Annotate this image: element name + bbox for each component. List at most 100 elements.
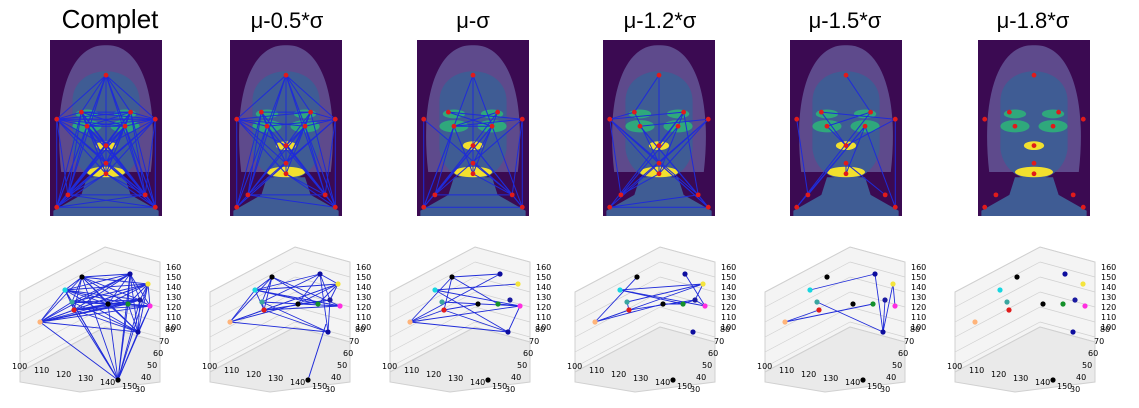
z-tick-label: 120: [356, 303, 371, 312]
landmark-edge: [683, 112, 699, 195]
landmark-edge: [826, 125, 847, 146]
landmark-edge: [807, 125, 866, 196]
scatter-point: [690, 329, 696, 335]
landmark-edge: [285, 74, 312, 113]
scatter-point: [71, 307, 77, 313]
scatter-edge: [229, 283, 339, 323]
scatter-point: [439, 299, 445, 305]
z-tick-label: 150: [166, 273, 181, 282]
landmark-point: [656, 171, 662, 177]
y-tick-label: 30: [880, 385, 890, 394]
scatter-edge: [64, 273, 131, 291]
scatter-edge: [73, 276, 83, 311]
landmark-edge: [633, 111, 660, 164]
scatter-edge: [626, 283, 704, 303]
scatter-edge: [254, 289, 265, 311]
landmark-point: [122, 123, 128, 129]
floor-pane: [574, 326, 716, 393]
scatter-edge: [71, 299, 141, 303]
z-tick-label: 140: [1101, 283, 1116, 292]
landmark-point: [993, 192, 999, 198]
scatter-edge: [619, 283, 704, 291]
z-tick-label: 150: [356, 273, 371, 282]
landmark-point: [843, 72, 849, 78]
landmark-point: [656, 160, 662, 166]
x-tick-label: 140: [470, 378, 485, 387]
scatter-edge: [882, 299, 886, 333]
scatter-edge: [129, 273, 139, 333]
scatter-point: [305, 377, 311, 383]
landmark-edge: [56, 118, 107, 175]
scatter-point: [475, 301, 481, 307]
landmark-edge: [144, 194, 156, 208]
z-tick-label: 110: [166, 313, 181, 322]
landmark-edge: [609, 111, 684, 120]
y-tick-label: 80: [1100, 325, 1110, 334]
landmark-edge: [434, 125, 493, 196]
x-tick-label: 120: [246, 370, 261, 379]
landmark-edge: [56, 118, 107, 147]
landmark-point: [283, 143, 289, 149]
grid-line: [474, 246, 531, 263]
grid-line: [659, 321, 716, 338]
x-tick-label: 150: [867, 382, 882, 391]
z-tick-label: 130: [721, 293, 736, 302]
scatter-edge: [81, 276, 149, 285]
landmark-edge: [105, 111, 132, 164]
scatter-edge: [127, 283, 149, 305]
floor-pane: [954, 326, 1096, 393]
landmark-edge: [130, 112, 156, 208]
landmark-edge: [609, 119, 622, 195]
grid-line: [19, 246, 106, 293]
scatter-point: [507, 297, 513, 303]
scatter-edge: [319, 273, 331, 301]
scatter-edge: [73, 309, 139, 333]
landmark-point: [794, 116, 800, 122]
eyebrow: [1003, 109, 1027, 119]
y-tick-label: 30: [135, 385, 145, 394]
y-tick-label: 60: [153, 349, 163, 358]
grid-line: [764, 306, 851, 353]
y-tick-label: 50: [337, 361, 347, 370]
grid-line: [849, 276, 906, 293]
grid-line: [209, 306, 296, 353]
scatter-point: [882, 297, 888, 303]
landmark-edge: [80, 111, 107, 174]
z-tick-label: 100: [536, 323, 551, 332]
scatter-edge: [81, 276, 141, 301]
landmark-point: [1080, 204, 1086, 210]
landmark-edge: [633, 74, 660, 113]
scatter-edge: [107, 273, 131, 305]
landmark-edge: [236, 112, 262, 208]
scatter-edge: [73, 309, 119, 381]
scatter-edge: [816, 301, 884, 333]
landmark-point: [843, 160, 849, 166]
scatter-point: [682, 271, 688, 277]
scatter-point: [327, 297, 333, 303]
scatter-point: [147, 303, 153, 309]
scatter-point: [807, 287, 813, 293]
z-tick-label: 130: [356, 293, 371, 302]
x-tick-label: 150: [677, 382, 692, 391]
landmark-edge: [80, 111, 107, 164]
landmark-point: [843, 171, 849, 177]
landmark-point: [128, 109, 134, 115]
landmark-edge: [609, 162, 660, 208]
landmark-edge: [609, 111, 635, 120]
landmark-edge: [658, 111, 685, 174]
z-tick-label: 100: [166, 323, 181, 332]
scatter-edge: [254, 273, 321, 291]
scatter-point: [317, 271, 323, 277]
landmark-edge: [609, 118, 699, 196]
scatter-edge: [443, 309, 509, 333]
z-tick-label: 160: [1101, 263, 1116, 272]
landmark-edge: [845, 118, 896, 147]
landmark-edge: [620, 173, 660, 196]
landmark-point: [103, 160, 109, 166]
landmark-edge: [285, 74, 336, 120]
landmark-edge: [247, 118, 336, 196]
z-tick-label: 140: [536, 283, 551, 292]
landmark-edge: [247, 112, 262, 195]
scatter-edge: [137, 283, 149, 333]
